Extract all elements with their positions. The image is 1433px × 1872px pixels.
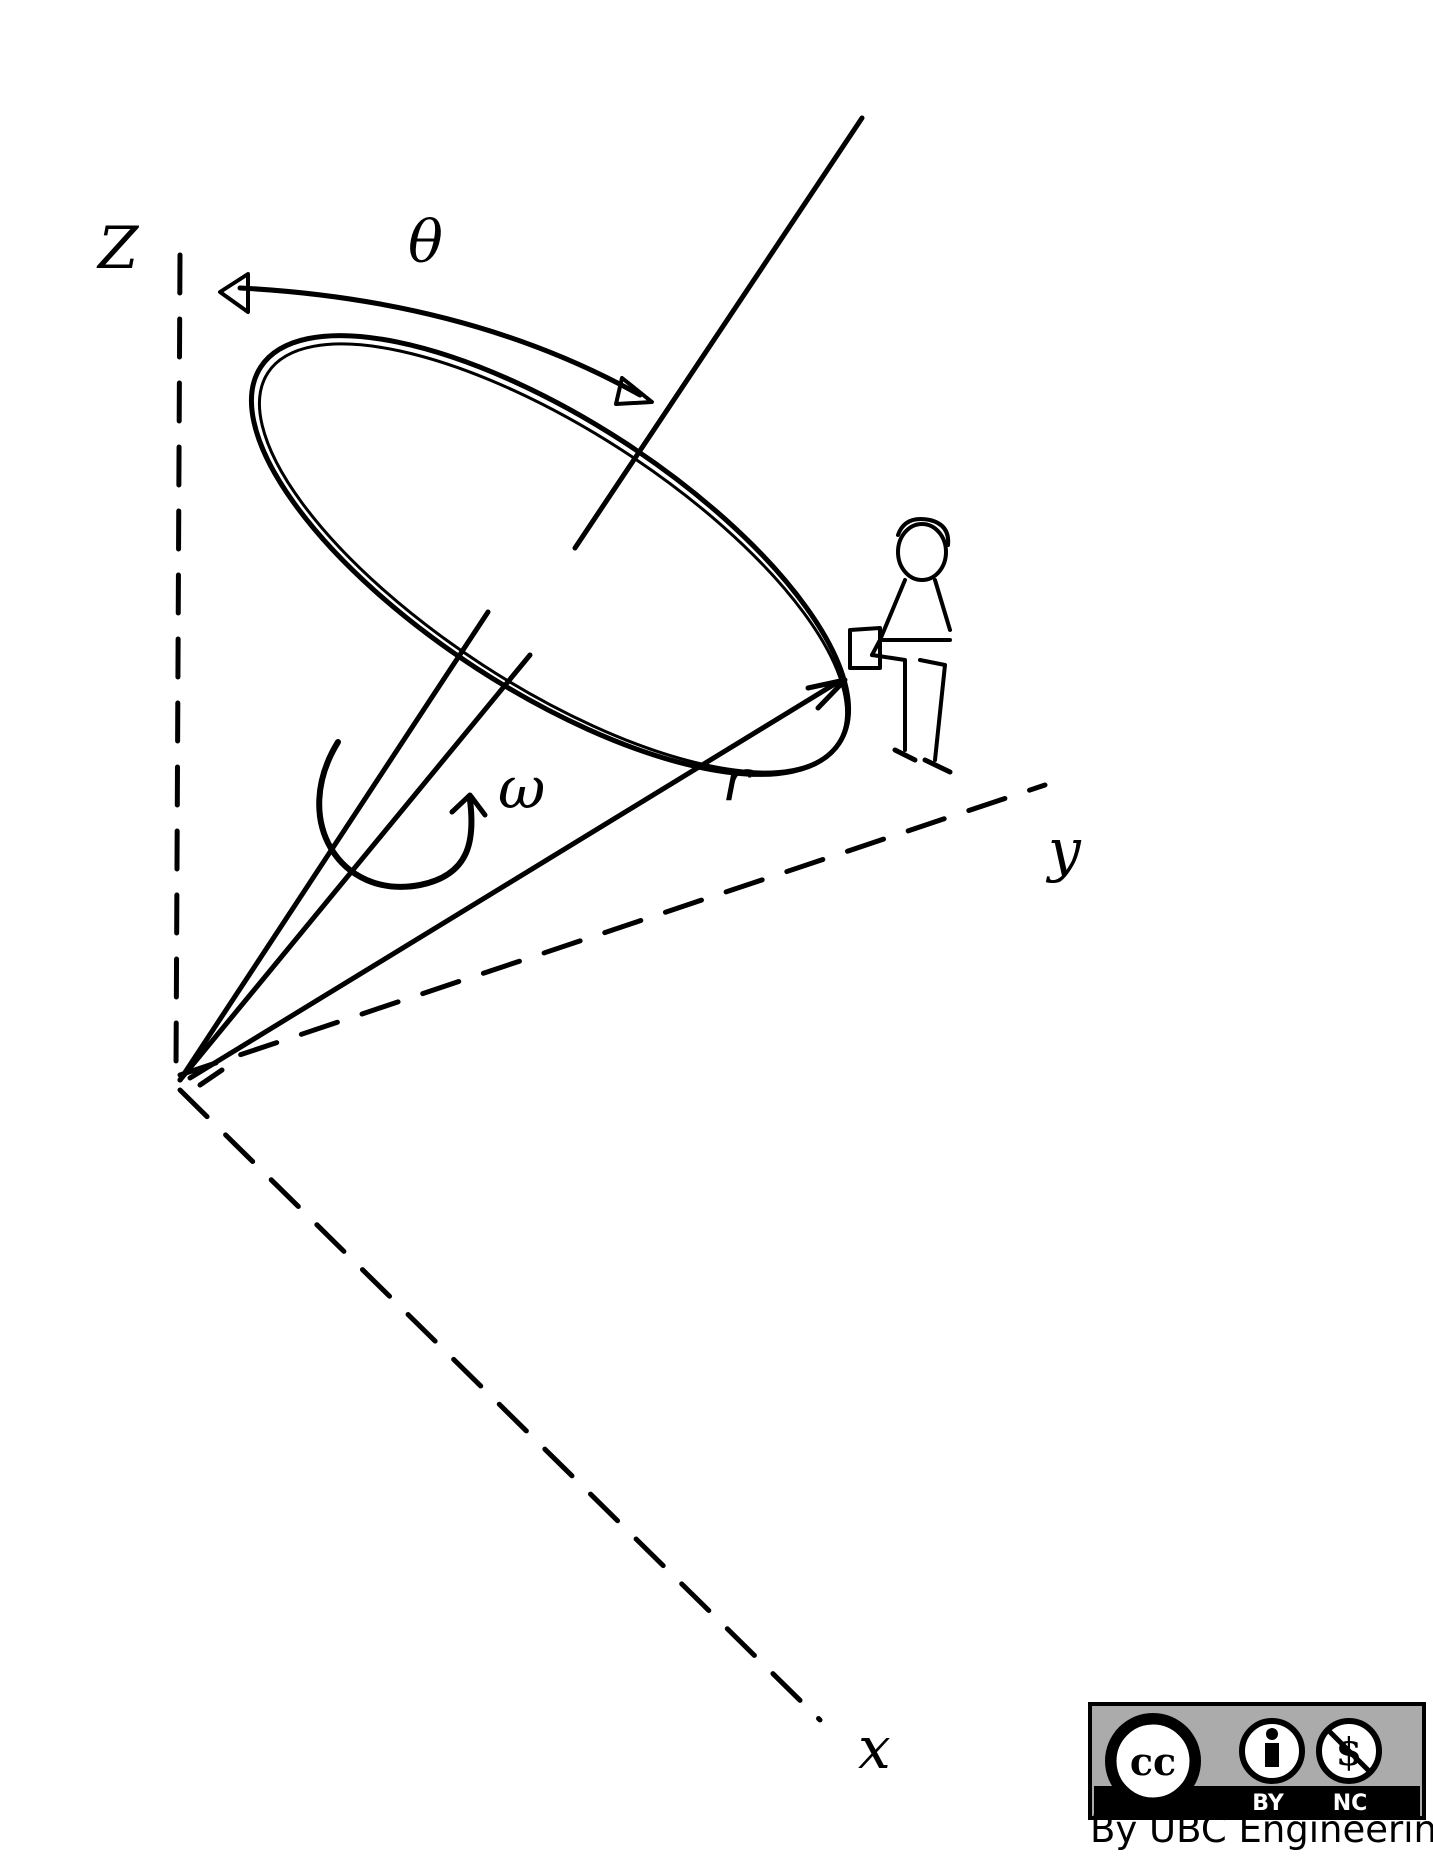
- theta-arrow: [218, 272, 654, 406]
- credit-text: By UBC Engineering: [1090, 1808, 1433, 1851]
- cc-text: cc: [1130, 1739, 1176, 1784]
- nc-label: NC: [1333, 1791, 1368, 1816]
- z-axis: [173, 252, 183, 1073]
- rotation-axis: [572, 115, 865, 551]
- z-axis-label: Z: [96, 214, 140, 282]
- radius-vector: [187, 677, 848, 1081]
- cone-support: [177, 609, 533, 1088]
- x-axis: [177, 1087, 823, 1723]
- y-axis-label: y: [1045, 816, 1082, 884]
- by-label: BY: [1252, 1791, 1285, 1816]
- radius-label: r: [722, 746, 753, 814]
- omega-arrow: [316, 739, 488, 890]
- attribution-icon: [1239, 1718, 1305, 1784]
- theta-label: θ: [408, 208, 443, 276]
- omega-label: ω: [498, 754, 545, 822]
- cc-icon: cc: [1105, 1713, 1201, 1809]
- non-commercial-icon: $: [1316, 1718, 1382, 1784]
- rotating-disc: [248, 333, 852, 777]
- x-axis-label: x: [858, 1714, 891, 1782]
- y-axis: [177, 782, 1048, 1078]
- person-figure: [848, 517, 953, 775]
- cc-license-badge: cc $ BY NC: [1088, 1702, 1426, 1820]
